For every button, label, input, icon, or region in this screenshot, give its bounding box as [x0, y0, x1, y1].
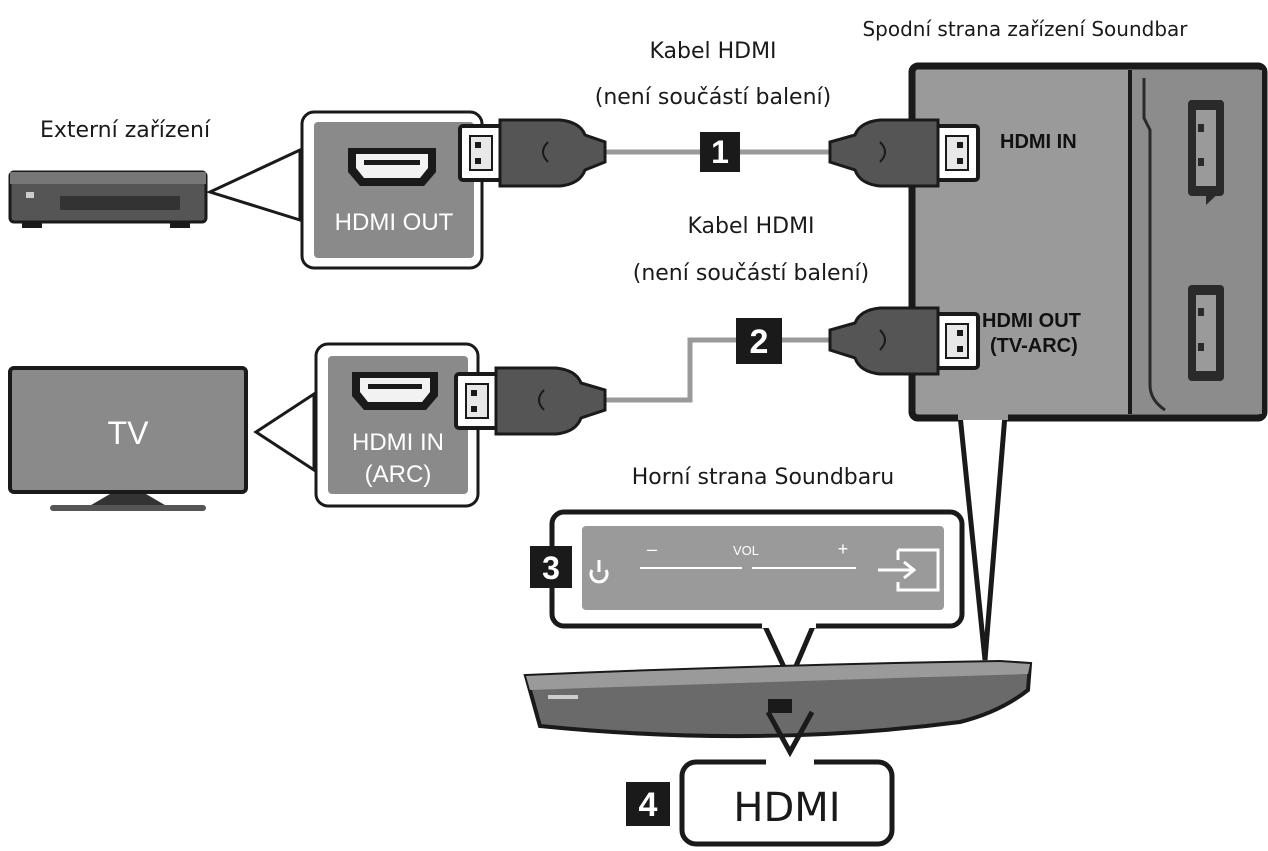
cable1-connector-right-icon — [828, 118, 980, 188]
vol-label: VOL — [733, 543, 759, 558]
cable2-caption-line1: Kabel HDMI — [687, 214, 814, 239]
cable1-caption-line2: (není součástí balení) — [595, 85, 831, 110]
vol-minus-label: – — [647, 539, 657, 559]
soundbar-hdmi-out-port-icon — [1188, 285, 1224, 381]
svg-text:4: 4 — [639, 786, 658, 824]
tv-hdmi-in-label: HDMI IN — [352, 429, 444, 456]
external-hdmi-out-box: HDMI OUT — [300, 110, 484, 270]
external-device-icon — [8, 170, 208, 228]
soundbar-bottom-panel: HDMI IN HDMI OUT (TV-ARC) — [908, 62, 1268, 661]
step-badge-1: 1 — [700, 132, 740, 172]
source-input-icon — [878, 548, 940, 592]
cable2-connector-right-icon — [828, 306, 980, 376]
cable1-caption-line1: Kabel HDMI — [649, 39, 776, 64]
external-hdmi-out-label: HDMI OUT — [335, 209, 454, 236]
tv-hdmi-in-box: HDMI IN (ARC) — [314, 342, 480, 508]
tv-arc-label: (ARC) — [365, 461, 432, 488]
vol-plus-label: + — [838, 539, 849, 559]
soundbar-top-title: Horní strana Soundbaru — [632, 465, 894, 490]
soundbar-bottom-title: Spodní strana zařízení Soundbar — [862, 17, 1188, 41]
svg-text:3: 3 — [542, 550, 560, 586]
external-device-label: Externí zařízení — [40, 118, 211, 143]
step-badge-3: 3 — [530, 546, 572, 588]
tv-label: TV — [108, 415, 150, 451]
cable2-connector-left-icon — [454, 366, 607, 436]
soundbar-icon — [523, 659, 1033, 739]
tv-hdmi-port-icon — [352, 372, 438, 410]
cable1-connector-left-icon — [458, 118, 607, 188]
soundbar-hdmi-in-port-icon — [1188, 100, 1224, 205]
tv-icon: TV — [8, 366, 248, 511]
svg-text:1: 1 — [711, 134, 729, 170]
hdmi-display-text: HDMI — [733, 785, 840, 831]
svg-text:2: 2 — [750, 323, 769, 361]
soundbar-top-panel: – VOL + — [549, 509, 965, 629]
power-button-icon — [589, 560, 609, 584]
soundbar-hdmi-in-label: HDMI IN — [1000, 131, 1077, 153]
soundbar-tv-arc-label: (TV-ARC) — [990, 335, 1078, 357]
hdmi-display-box: HDMI — [679, 758, 895, 847]
step-badge-4: 4 — [626, 782, 670, 826]
cable2-caption-line2: (není součástí balení) — [633, 261, 869, 286]
step-badge-2: 2 — [736, 318, 782, 364]
external-hdmi-port-icon — [348, 148, 436, 186]
soundbar-hdmi-out-label: HDMI OUT — [982, 310, 1081, 332]
